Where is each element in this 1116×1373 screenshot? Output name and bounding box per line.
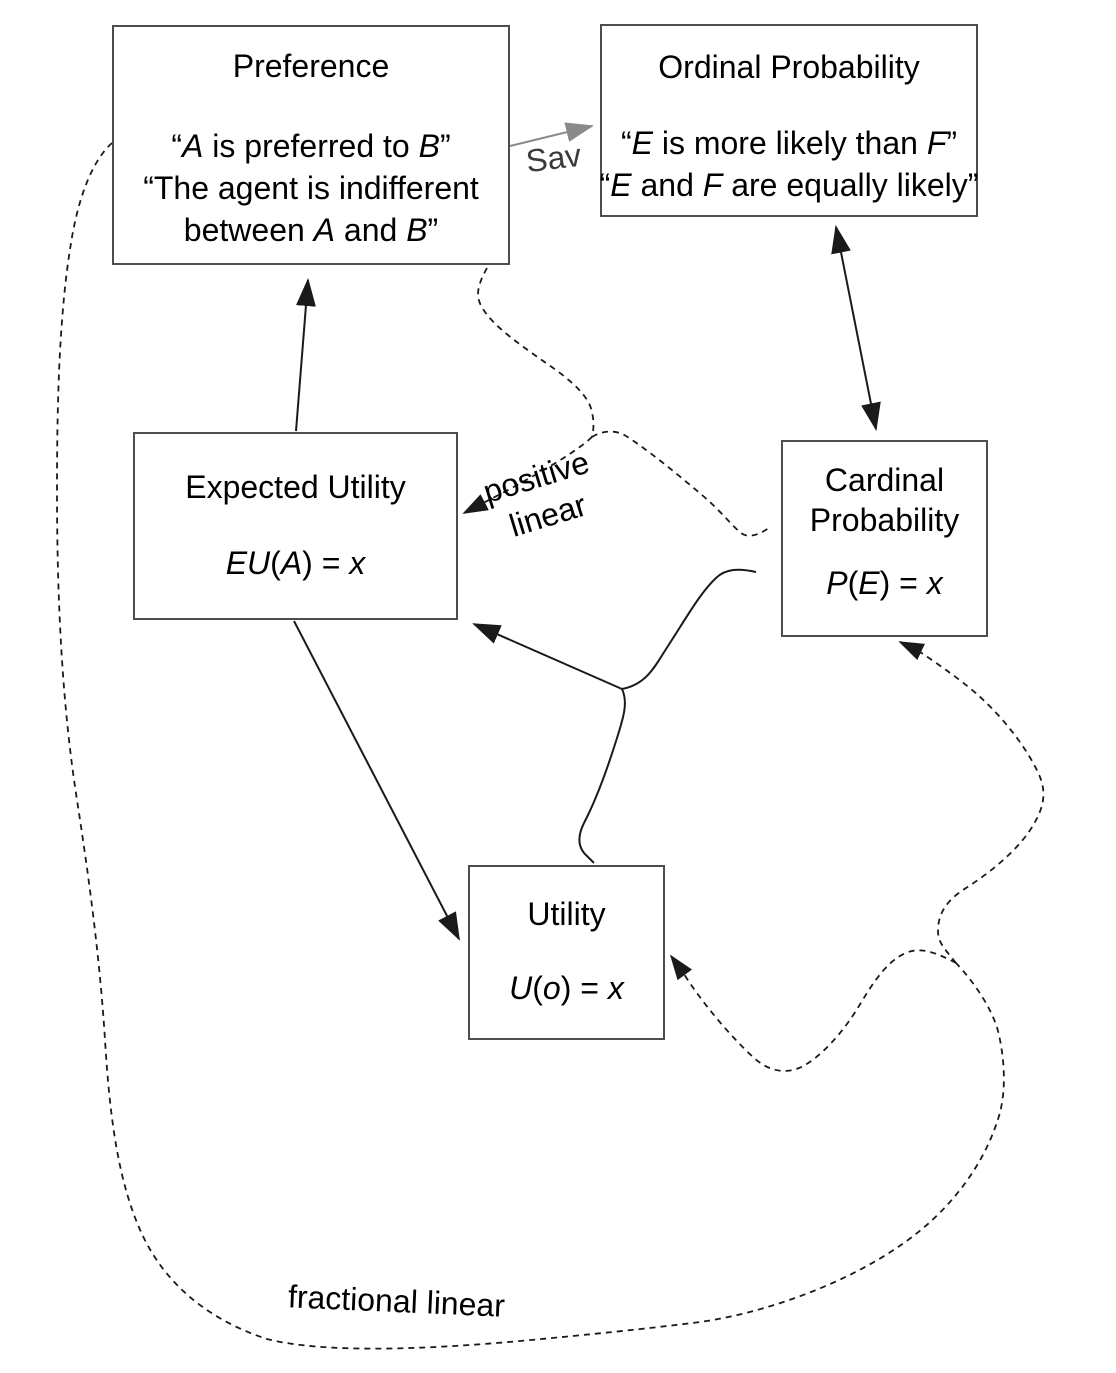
dotted-arrow-to-expected-utility bbox=[462, 436, 593, 514]
cardinal-probability-formula: P(E) = x bbox=[826, 565, 943, 601]
utility-title: Utility bbox=[527, 896, 606, 932]
preference-title: Preference bbox=[232, 48, 390, 84]
ordinal-probability-line-2: “E and F are equally likely” bbox=[599, 167, 979, 203]
box-cardinal-probability: Cardinal Probability P(E) = x bbox=[781, 440, 988, 637]
arrow-expected-utility-to-preference bbox=[295, 278, 316, 432]
dotted-loop-fractional-linear bbox=[56, 142, 1005, 1350]
merge-tail-from-cardinal-probability bbox=[621, 568, 757, 690]
arrow-expected-utility-to-utility bbox=[293, 620, 460, 941]
preference-line-2: “The agent is indifferent bbox=[143, 170, 479, 206]
expected-utility-title: Expected Utility bbox=[185, 469, 406, 505]
box-ordinal-probability: Ordinal Probability “E is more likely th… bbox=[600, 24, 978, 217]
ordinal-probability-title: Ordinal Probability bbox=[658, 49, 920, 85]
sav-edge-label: Sav bbox=[524, 136, 584, 180]
arrow-ordinal-cardinal-bidirectional bbox=[831, 225, 881, 431]
ordinal-probability-line-1: “E is more likely than F” bbox=[620, 125, 958, 161]
merge-tail-from-utility bbox=[578, 688, 626, 864]
box-utility: Utility U(o) = x bbox=[468, 865, 665, 1040]
dotted-branch-to-cardinal-probability bbox=[898, 641, 1045, 964]
box-expected-utility: Expected Utility EU(A) = x bbox=[133, 432, 458, 620]
preference-line-3: between A and B” bbox=[183, 212, 439, 248]
box-preference: Preference “A is preferred to B” “The ag… bbox=[112, 25, 510, 265]
cardinal-probability-title: Cardinal Probability bbox=[809, 462, 960, 538]
arrow-preference-to-ordinal-savage bbox=[509, 122, 594, 147]
dotted-tail-from-cardinal-probability bbox=[591, 430, 771, 537]
merge-arrow-to-expected-utility bbox=[472, 623, 623, 690]
expected-utility-formula: EU(A) = x bbox=[225, 545, 366, 581]
dotted-tail-from-preference bbox=[477, 267, 595, 438]
utility-formula: U(o) = x bbox=[509, 970, 624, 1006]
dotted-branch-to-utility bbox=[669, 949, 957, 1072]
preference-line-1: “A is preferred to B” bbox=[171, 128, 451, 164]
